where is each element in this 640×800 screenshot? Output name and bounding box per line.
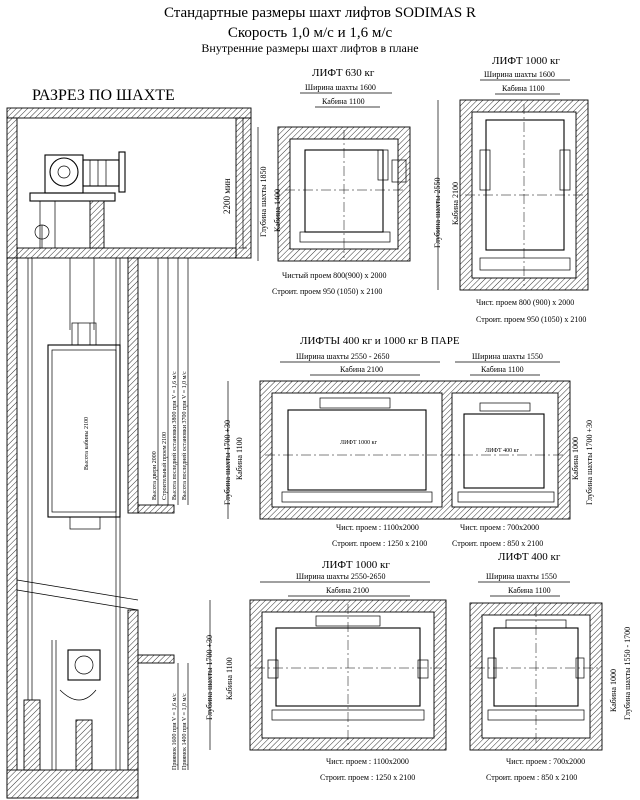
pair-left-structural-opening: Строит. проем : 1250 х 2100 bbox=[332, 539, 427, 548]
plan-1000a-shaft-depth: Глубина шахты 2550 bbox=[433, 178, 442, 248]
shaft-section: РАЗРЕЗ ПО ШАХТЕ bbox=[6, 87, 252, 799]
plan-1000a-car-depth: Кабина 2100 bbox=[451, 182, 460, 225]
plan-1000b-clear-opening: Чист. проем : 1100х2000 bbox=[326, 757, 409, 766]
pit-10-label: Приямок 1400 при V = 1,0 м/с bbox=[182, 693, 188, 770]
machine-room-roof bbox=[6, 107, 252, 119]
shaft-right-wall-upper bbox=[127, 257, 139, 514]
speed-line: Скорость 1,0 м/с и 1,6 м/с bbox=[228, 25, 393, 41]
plan-630-structural-opening: Строит. проем 950 (1050) х 2100 bbox=[272, 287, 382, 296]
pair-left-shaft-width: Ширина шахты 2550 - 2650 bbox=[296, 352, 390, 361]
pair-left-shaft-depth: Глубина шахты 1700 +30 bbox=[223, 420, 232, 505]
plan-1000b-title: ЛИФТ 1000 кг bbox=[322, 559, 390, 571]
machine-room-left-wall bbox=[6, 117, 18, 259]
plans-subtitle: Внутренние размеры шахт лифтов в плане bbox=[201, 41, 418, 55]
shaft-left-wall bbox=[6, 257, 18, 799]
pit-floor bbox=[6, 769, 139, 799]
plan-400-clear-opening: Чист. проем : 700х2000 bbox=[506, 757, 585, 766]
lift-car: Высота кабины 2100 bbox=[47, 322, 121, 530]
plan-1000kg-top: ЛИФТ 1000 кг Ширина шахты 1600 Кабина 11… bbox=[433, 55, 589, 324]
pair-right-shaft-width: Ширина шахты 1550 bbox=[472, 352, 543, 361]
plan-1000b-car-depth: Кабина 1100 bbox=[225, 657, 234, 700]
pair-right-car-label: ЛИФТ 400 кг bbox=[485, 448, 520, 454]
plan-630-title: ЛИФТ 630 кг bbox=[312, 67, 375, 79]
pair-right-car-depth: Кабина 1000 bbox=[571, 437, 580, 480]
pair-left-clear-opening: Чист. проем : 1100х2000 bbox=[336, 523, 419, 532]
plan-630kg: ЛИФТ 630 кг Ширина шахты 1600 Кабина 110… bbox=[257, 67, 411, 296]
plan-400kg: ЛИФТ 400 кг Ширина шахты 1550 Кабина 110… bbox=[469, 551, 632, 782]
plan-pair: ЛИФТЫ 400 кг и 1000 кг В ПАРЕ Ширина шах… bbox=[223, 335, 594, 548]
plan-1000a-title: ЛИФТ 1000 кг bbox=[492, 55, 560, 67]
pair-right-shaft-depth: Глубина шахты 1700 +30 bbox=[585, 420, 594, 505]
last-stop-16-label: Высота последней остановки 3800 при V = … bbox=[171, 371, 178, 500]
pit-equipment bbox=[23, 640, 101, 771]
plan-1000b-car-width: Кабина 2100 bbox=[326, 586, 369, 595]
landing-slab-upper bbox=[137, 504, 175, 514]
plan-630-shaft-depth: Глубина шахты 1850 bbox=[259, 167, 268, 237]
plan-400-structural-opening: Строит. проем : 850 х 2100 bbox=[486, 773, 577, 782]
plan-1000b-structural-opening: Строит. проем : 1250 х 2100 bbox=[320, 773, 415, 782]
shaft-right-wall-lower bbox=[127, 609, 139, 771]
plan-pair-title: ЛИФТЫ 400 кг и 1000 кг В ПАРЕ bbox=[300, 335, 460, 347]
plan-400-shaft-depth: Глубина шахты 1550 - 1700 bbox=[623, 627, 632, 720]
plan-400-shaft-width: Ширина шахты 1550 bbox=[486, 572, 557, 581]
traction-machine bbox=[29, 151, 126, 249]
plan-630-car-width: Кабина 1100 bbox=[322, 97, 365, 106]
drawing-title: Стандартные размеры шахт лифтов SODIMAS … bbox=[164, 5, 476, 21]
plan-630-clear-opening: Чистый проем 800(900) х 2000 bbox=[282, 271, 387, 280]
plan-400-car-depth: Кабина 1000 bbox=[609, 669, 618, 712]
section-title: РАЗРЕЗ ПО ШАХТЕ bbox=[32, 87, 175, 104]
pair-right-clear-opening: Чист. проем : 700х2000 bbox=[460, 523, 539, 532]
plan-1000a-clear-opening: Чист. проем 800 (900) х 2000 bbox=[476, 298, 574, 307]
plan-1000kg-bottom: ЛИФТ 1000 кг Ширина шахты 2550-2650 Каби… bbox=[205, 559, 447, 782]
pair-left-car-label: ЛИФТ 1000 кг bbox=[340, 440, 378, 446]
machine-room-floor bbox=[16, 247, 237, 259]
pit-16-label: Приямок 1600 при V = 1,6 м/с bbox=[172, 693, 178, 770]
plan-400-car-width: Кабина 1100 bbox=[508, 586, 551, 595]
plan-630-car-depth: Кабина 1400 bbox=[273, 189, 282, 232]
machine-room-right-wall bbox=[235, 117, 252, 259]
pair-left-car-depth: Кабина 1100 bbox=[235, 437, 244, 480]
car-height-label: Высота кабины 2100 bbox=[83, 417, 90, 470]
pair-right-structural-opening: Строит. проем : 850 х 2100 bbox=[452, 539, 543, 548]
break-line bbox=[16, 579, 139, 601]
machine-room-height-label: 2200 мин bbox=[222, 178, 232, 214]
plan-1000a-shaft-width: Ширина шахты 1600 bbox=[484, 70, 555, 79]
plan-1000b-shaft-width: Ширина шахты 2550-2650 bbox=[296, 572, 386, 581]
landing-slab-lower bbox=[137, 654, 175, 664]
pair-right-car-width: Кабина 1100 bbox=[481, 365, 524, 374]
plan-630-shaft-width: Ширина шахты 1600 bbox=[305, 83, 376, 92]
plan-1000b-shaft-depth: Глубина шахты 1700 +30 bbox=[205, 635, 214, 720]
plan-1000a-car-width: Кабина 1100 bbox=[502, 84, 545, 93]
door-height-label: Высота двери 2000 bbox=[152, 451, 158, 500]
opening-height-label: Строительный проем 2100 bbox=[161, 432, 168, 500]
last-stop-10-label: Высота последней остановки 3700 при V = … bbox=[181, 371, 188, 500]
plan-1000a-structural-opening: Строит. проем 950 (1050) х 2100 bbox=[476, 315, 586, 324]
pair-left-car-width: Кабина 2100 bbox=[340, 365, 383, 374]
plan-400-title: ЛИФТ 400 кг bbox=[498, 551, 561, 563]
